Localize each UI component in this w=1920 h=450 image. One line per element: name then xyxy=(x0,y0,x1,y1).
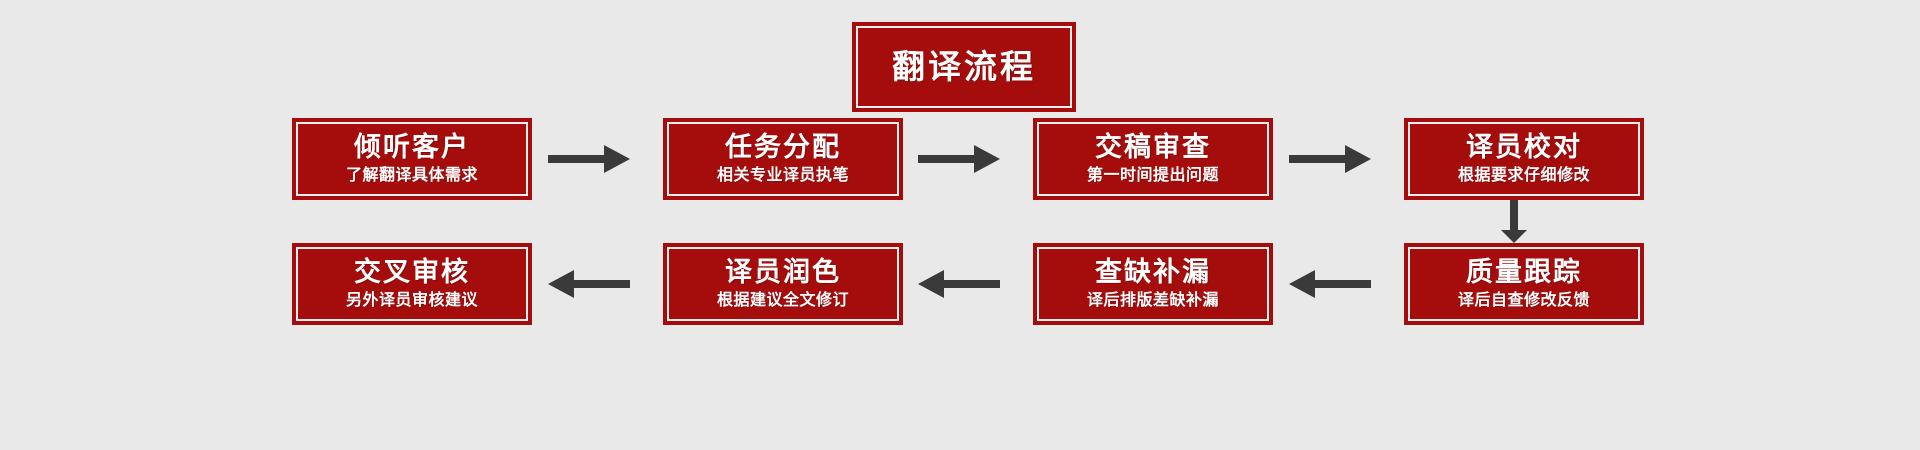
arrow-right-icon-1 xyxy=(546,142,632,176)
flow-step-8-subtitle: 另外译员审核建议 xyxy=(345,289,478,309)
flow-step-2-title: 任务分配 xyxy=(725,132,841,164)
flow-step-5-inner: 质量跟踪 译后自查修改反馈 xyxy=(1408,247,1640,321)
flow-step-1-inner: 倾听客户 了解翻译具体需求 xyxy=(296,122,528,196)
flow-step-2-subtitle: 相关专业译员执笔 xyxy=(716,164,849,184)
flow-step-3-subtitle: 第一时间提出问题 xyxy=(1086,164,1219,184)
flow-step-6-subtitle: 译后排版差缺补漏 xyxy=(1086,289,1219,309)
flow-step-8-inner: 交叉审核 另外译员审核建议 xyxy=(296,247,528,321)
flow-step-box-4[interactable]: 译员校对 根据要求仔细修改 xyxy=(1404,118,1644,200)
arrow-right-icon-3 xyxy=(1287,142,1373,176)
flow-step-4-inner: 译员校对 根据要求仔细修改 xyxy=(1408,122,1640,196)
flowchart-title-inner: 翻译流程 xyxy=(856,26,1072,108)
flow-step-7-subtitle: 根据建议全文修订 xyxy=(716,289,849,309)
arrow-left-icon-1 xyxy=(1287,267,1373,301)
arrow-left-icon-2 xyxy=(916,267,1002,301)
flow-step-box-1[interactable]: 倾听客户 了解翻译具体需求 xyxy=(292,118,532,200)
flow-step-box-3[interactable]: 交稿审查 第一时间提出问题 xyxy=(1033,118,1273,200)
flow-step-7-inner: 译员润色 根据建议全文修订 xyxy=(667,247,899,321)
flow-step-8-title: 交叉审核 xyxy=(354,257,470,289)
flow-step-4-title: 译员校对 xyxy=(1466,132,1582,164)
flow-step-7-title: 译员润色 xyxy=(725,257,841,289)
flow-step-3-title: 交稿审查 xyxy=(1095,132,1211,164)
flow-step-box-5[interactable]: 质量跟踪 译后自查修改反馈 xyxy=(1404,243,1644,325)
flow-step-box-2[interactable]: 任务分配 相关专业译员执笔 xyxy=(663,118,903,200)
flow-step-6-title: 查缺补漏 xyxy=(1095,257,1211,289)
flow-step-6-inner: 查缺补漏 译后排版差缺补漏 xyxy=(1037,247,1269,321)
flow-step-box-8[interactable]: 交叉审核 另外译员审核建议 xyxy=(292,243,532,325)
arrow-left-icon-3 xyxy=(546,267,632,301)
flow-step-box-6[interactable]: 查缺补漏 译后排版差缺补漏 xyxy=(1033,243,1273,325)
flow-step-5-title: 质量跟踪 xyxy=(1466,257,1582,289)
flow-step-4-subtitle: 根据要求仔细修改 xyxy=(1457,164,1590,184)
arrow-right-icon-2 xyxy=(916,142,1002,176)
arrow-down-icon xyxy=(1494,200,1534,244)
page-title: 翻译流程 xyxy=(892,46,1036,86)
flow-step-1-title: 倾听客户 xyxy=(354,132,470,164)
flow-step-5-subtitle: 译后自查修改反馈 xyxy=(1457,289,1590,309)
flow-step-2-inner: 任务分配 相关专业译员执笔 xyxy=(667,122,899,196)
flowchart-title-box: 翻译流程 xyxy=(852,22,1076,112)
flow-step-1-subtitle: 了解翻译具体需求 xyxy=(345,164,478,184)
flow-step-box-7[interactable]: 译员润色 根据建议全文修订 xyxy=(663,243,903,325)
flow-step-3-inner: 交稿审查 第一时间提出问题 xyxy=(1037,122,1269,196)
